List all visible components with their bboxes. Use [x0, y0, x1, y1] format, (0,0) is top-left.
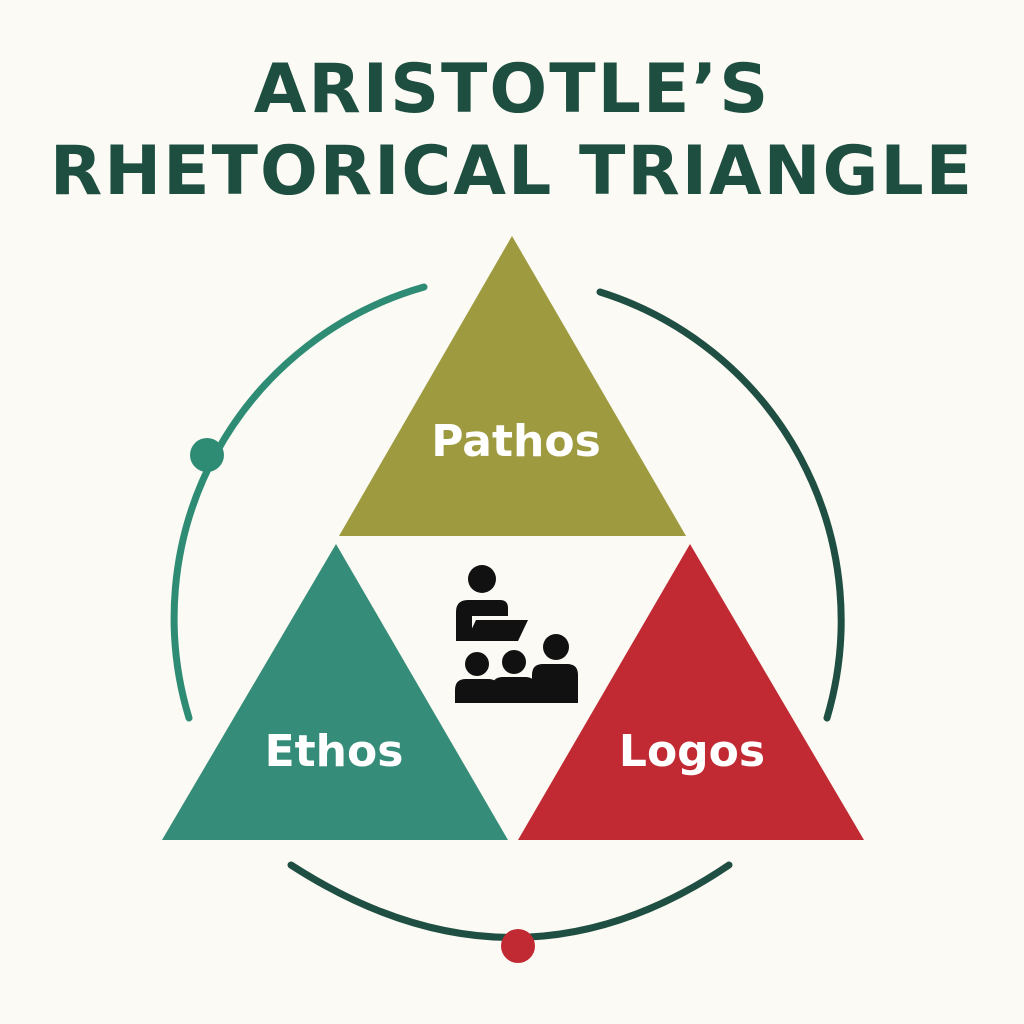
pathos-label: Pathos	[431, 416, 601, 467]
title-line-2: RHETORICAL TRIANGLE	[49, 132, 975, 211]
title-line-1: ARISTOTLE’S	[253, 50, 771, 129]
speaker-and-audience-icon	[455, 565, 578, 703]
ethos-triangle	[162, 544, 508, 840]
logos-triangle	[518, 544, 864, 840]
left-arc-dot	[190, 438, 224, 472]
pathos-triangle	[339, 236, 686, 536]
logos-label: Logos	[619, 726, 765, 777]
ethos-label: Ethos	[265, 726, 404, 777]
right-arc	[596, 288, 845, 722]
bottom-arc	[287, 861, 733, 941]
bottom-arc-dot	[501, 929, 535, 963]
